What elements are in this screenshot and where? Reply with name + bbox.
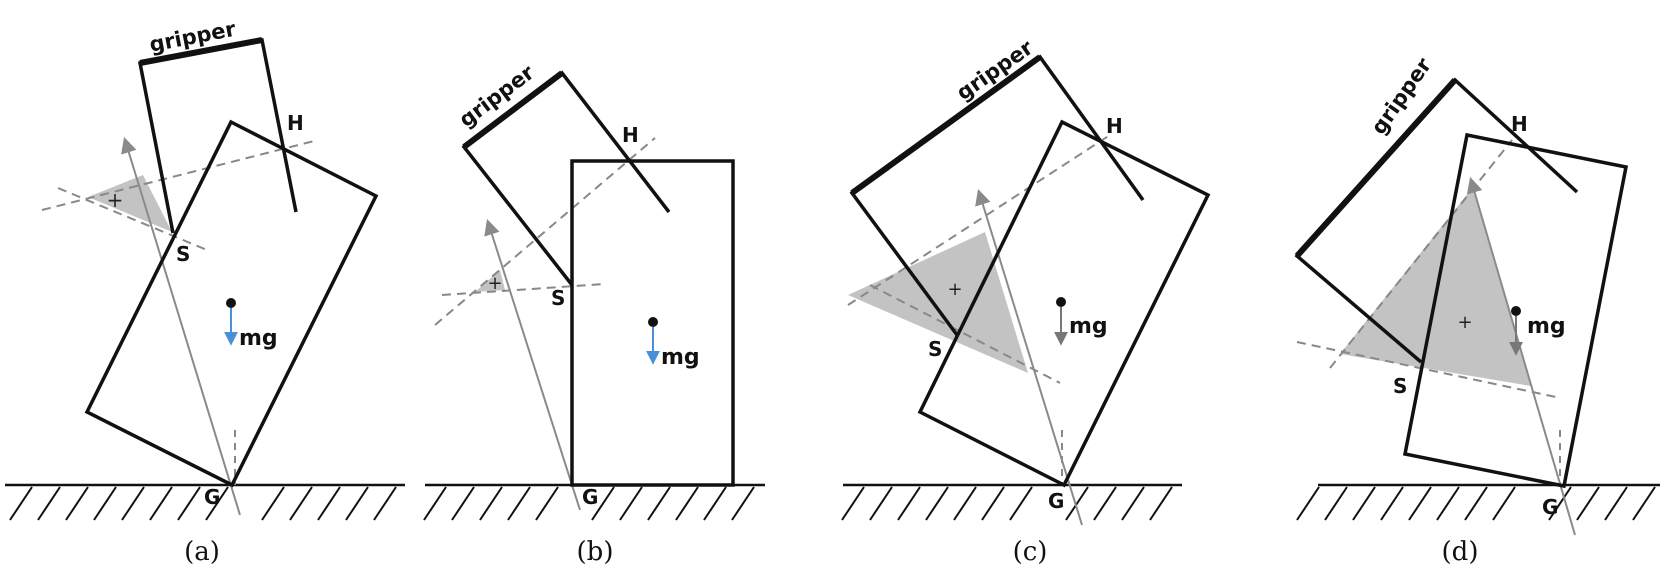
dashed-line-b1	[434, 137, 656, 326]
ground-a	[5, 483, 405, 521]
force-line-d	[1466, 176, 1576, 536]
dashed-line-c2	[869, 284, 1061, 384]
stability-region-b	[475, 270, 505, 292]
gripper-label-d: gripper	[1366, 53, 1436, 139]
point-s-b: S	[551, 286, 565, 310]
caption-b: (b)	[577, 537, 614, 567]
stability-region-d	[1340, 187, 1531, 386]
panel-a: gripper + mg H S G (a)	[5, 17, 405, 567]
gripper-a	[137, 37, 298, 234]
object-b	[570, 159, 735, 487]
com-dot-d	[1511, 306, 1521, 316]
ground-c	[841, 483, 1182, 521]
gripper-pad-d	[1294, 77, 1458, 259]
gripper-pad-c	[850, 54, 1042, 196]
caption-c: (c)	[1013, 537, 1048, 567]
gripper-pad-b	[462, 70, 564, 150]
point-h-d: H	[1511, 112, 1528, 136]
ground-d	[1296, 483, 1660, 521]
point-h-c: H	[1106, 114, 1123, 138]
force-line-b	[484, 218, 581, 511]
center-mark-b: +	[487, 273, 502, 294]
point-g-a: G	[204, 485, 220, 509]
point-h-b: H	[622, 123, 639, 147]
point-s-d: S	[1393, 374, 1407, 398]
stability-region-c	[848, 232, 1028, 373]
force-label-a: mg	[239, 326, 278, 351]
center-mark-a: +	[107, 188, 124, 212]
force-line-a	[121, 136, 241, 516]
object-c	[917, 119, 1211, 488]
point-s-c: S	[928, 337, 942, 361]
object-d	[1402, 132, 1629, 489]
panel-c: gripper + mg H S G (c)	[841, 35, 1211, 567]
point-g-b: G	[582, 485, 598, 509]
point-s-a: S	[176, 242, 190, 266]
caption-a: (a)	[184, 537, 220, 567]
com-dot-a	[226, 298, 236, 308]
panel-b: gripper + mg H S G (b)	[423, 60, 765, 567]
dashed-line-a2	[57, 187, 208, 251]
dashed-line-c1	[847, 134, 1111, 306]
center-mark-c: +	[947, 279, 962, 300]
gripper-pad-a	[139, 37, 263, 66]
object-a	[84, 119, 379, 488]
panel-d: gripper + mg H S G (d)	[1294, 53, 1660, 567]
force-line-c	[975, 188, 1083, 526]
com-dot-b	[648, 317, 658, 327]
point-h-a: H	[287, 111, 304, 135]
dashed-line-b2	[441, 283, 606, 296]
dashed-line-a1	[41, 139, 319, 211]
caption-d: (d)	[1442, 537, 1479, 567]
stability-region-a	[88, 175, 172, 232]
point-g-c: G	[1048, 489, 1064, 513]
force-label-d: mg	[1527, 314, 1566, 339]
force-label-c: mg	[1069, 314, 1108, 339]
center-mark-d: +	[1457, 312, 1472, 333]
point-g-d: G	[1542, 495, 1558, 519]
com-dot-c	[1056, 297, 1066, 307]
force-label-b: mg	[661, 345, 700, 370]
